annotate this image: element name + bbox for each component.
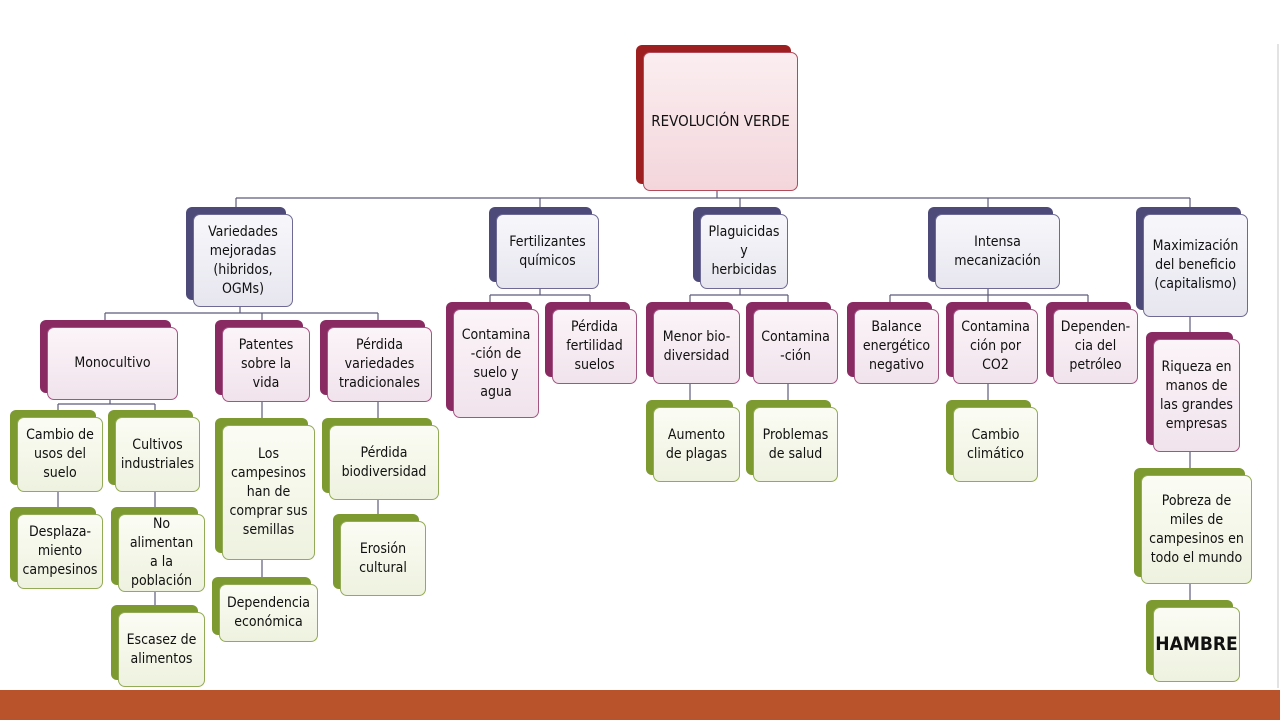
node-intensa-mecanizacion: Intensa mecanización <box>928 207 1060 289</box>
connector-fertilizantes-bar <box>489 287 591 302</box>
node-revolucion-verde: REVOLUCIÓN VERDE <box>636 45 798 191</box>
node-fertilizantes-label: Fertilizantes químicos <box>496 214 599 289</box>
node-escasez-alimentos: Escasez de alimentos <box>111 605 205 687</box>
connector-plaguicidas-bar <box>689 287 789 302</box>
node-patentes-vida: Patentes sobre la vida <box>215 320 310 402</box>
node-cambio-climatico-label: Cambio climático <box>953 407 1038 482</box>
node-revolucion-verde-label: REVOLUCIÓN VERDE <box>643 52 798 191</box>
node-pobreza-campesinos: Pobreza de miles de campesinos en todo e… <box>1134 468 1252 584</box>
node-hambre: HAMBRE <box>1146 600 1240 682</box>
node-erosion-label: Erosión cultural <box>340 521 426 596</box>
node-dependencia-petroleo: Dependen- cia del petróleo <box>1046 302 1138 384</box>
node-fertilizantes-quimicos: Fertilizantes químicos <box>489 207 599 289</box>
node-balance-energetico: Balance energético negativo <box>847 302 939 384</box>
node-maximizacion-beneficio: Maximización del beneficio (capitalismo) <box>1136 207 1248 317</box>
node-plaguicidas-label: Plaguicidas y herbicidas <box>700 214 788 289</box>
node-patentes-label: Patentes sobre la vida <box>222 327 310 402</box>
connector-monocultivo-bar <box>57 398 156 410</box>
node-contaminacion: Contamina -ción <box>746 302 838 384</box>
node-no-alimentan: No alimentan a la población <box>111 507 205 592</box>
node-contaminacion-suelo-label: Contamina -ción de suelo y agua <box>453 309 539 418</box>
node-perdida-fertilidad: Pérdida fertilidad suelos <box>545 302 637 384</box>
node-escasez-label: Escasez de alimentos <box>118 612 205 687</box>
node-maximizacion-label: Maximización del beneficio (capitalismo) <box>1143 214 1248 317</box>
node-cambio-usos-suelo: Cambio de usos del suelo <box>10 410 103 492</box>
node-perdida-variedades: Pérdida variedades tradicionales <box>320 320 432 402</box>
node-contaminacion-co2: Contamina ción por CO2 <box>946 302 1038 384</box>
node-perdida-biodiversidad-label: Pérdida biodiversidad <box>329 425 439 500</box>
footer-bar <box>0 690 1280 720</box>
node-mecanizacion-label: Intensa mecanización <box>935 214 1060 289</box>
node-perdida-biodiversidad: Pérdida biodiversidad <box>322 418 439 500</box>
node-cambio-climatico: Cambio climático <box>946 400 1038 482</box>
node-dependencia-petroleo-label: Dependen- cia del petróleo <box>1053 309 1138 384</box>
node-no-alimentan-label: No alimentan a la población <box>118 514 205 592</box>
node-riqueza-label: Riqueza en manos de las grandes empresas <box>1153 339 1240 452</box>
connector-mecanizacion-bar <box>889 287 1089 302</box>
node-campesinos-semillas-label: Los campesinos han de comprar sus semill… <box>222 425 315 560</box>
node-variedades-label: Variedades mejoradas (hibridos, OGMs) <box>193 214 293 307</box>
node-menor-biodiversidad: Menor bio- diversidad <box>646 302 740 384</box>
node-aumento-plagas-label: Aumento de plagas <box>653 407 740 482</box>
node-riqueza-empresas: Riqueza en manos de las grandes empresas <box>1146 332 1240 452</box>
node-contaminacion-suelo-agua: Contamina -ción de suelo y agua <box>446 302 539 418</box>
node-campesinos-semillas: Los campesinos han de comprar sus semill… <box>215 418 315 560</box>
node-dependencia-economica-label: Dependencia económica <box>219 584 318 642</box>
node-cultivos-industriales: Cultivos industriales <box>108 410 200 492</box>
node-variedades-mejoradas: Variedades mejoradas (hibridos, OGMs) <box>186 207 293 307</box>
slide-border-line <box>1277 44 1279 688</box>
node-balance-label: Balance energético negativo <box>854 309 939 384</box>
node-monocultivo: Monocultivo <box>40 320 178 400</box>
node-plaguicidas-herbicidas: Plaguicidas y herbicidas <box>693 207 788 289</box>
node-problemas-salud: Problemas de salud <box>746 400 838 482</box>
node-cultivos-industriales-label: Cultivos industriales <box>115 417 200 492</box>
node-aumento-plagas: Aumento de plagas <box>646 400 740 482</box>
node-co2-label: Contamina ción por CO2 <box>953 309 1038 384</box>
node-hambre-label: HAMBRE <box>1153 607 1240 682</box>
node-desplazamiento-campesinos: Desplaza- miento campesinos <box>10 507 103 589</box>
node-monocultivo-label: Monocultivo <box>47 327 178 400</box>
node-cambio-usos-label: Cambio de usos del suelo <box>17 417 103 492</box>
node-perdida-variedades-label: Pérdida variedades tradicionales <box>327 327 432 402</box>
node-perdida-fertilidad-label: Pérdida fertilidad suelos <box>552 309 637 384</box>
node-erosion-cultural: Erosión cultural <box>333 514 426 596</box>
node-problemas-salud-label: Problemas de salud <box>753 407 838 482</box>
node-contaminacion-label: Contamina -ción <box>753 309 838 384</box>
node-dependencia-economica: Dependencia económica <box>212 577 318 642</box>
node-desplazamiento-label: Desplaza- miento campesinos <box>17 514 103 589</box>
node-pobreza-label: Pobreza de miles de campesinos en todo e… <box>1141 475 1252 584</box>
node-menor-biodiversidad-label: Menor bio- diversidad <box>653 309 740 384</box>
connector-variedades-bar <box>104 305 379 320</box>
